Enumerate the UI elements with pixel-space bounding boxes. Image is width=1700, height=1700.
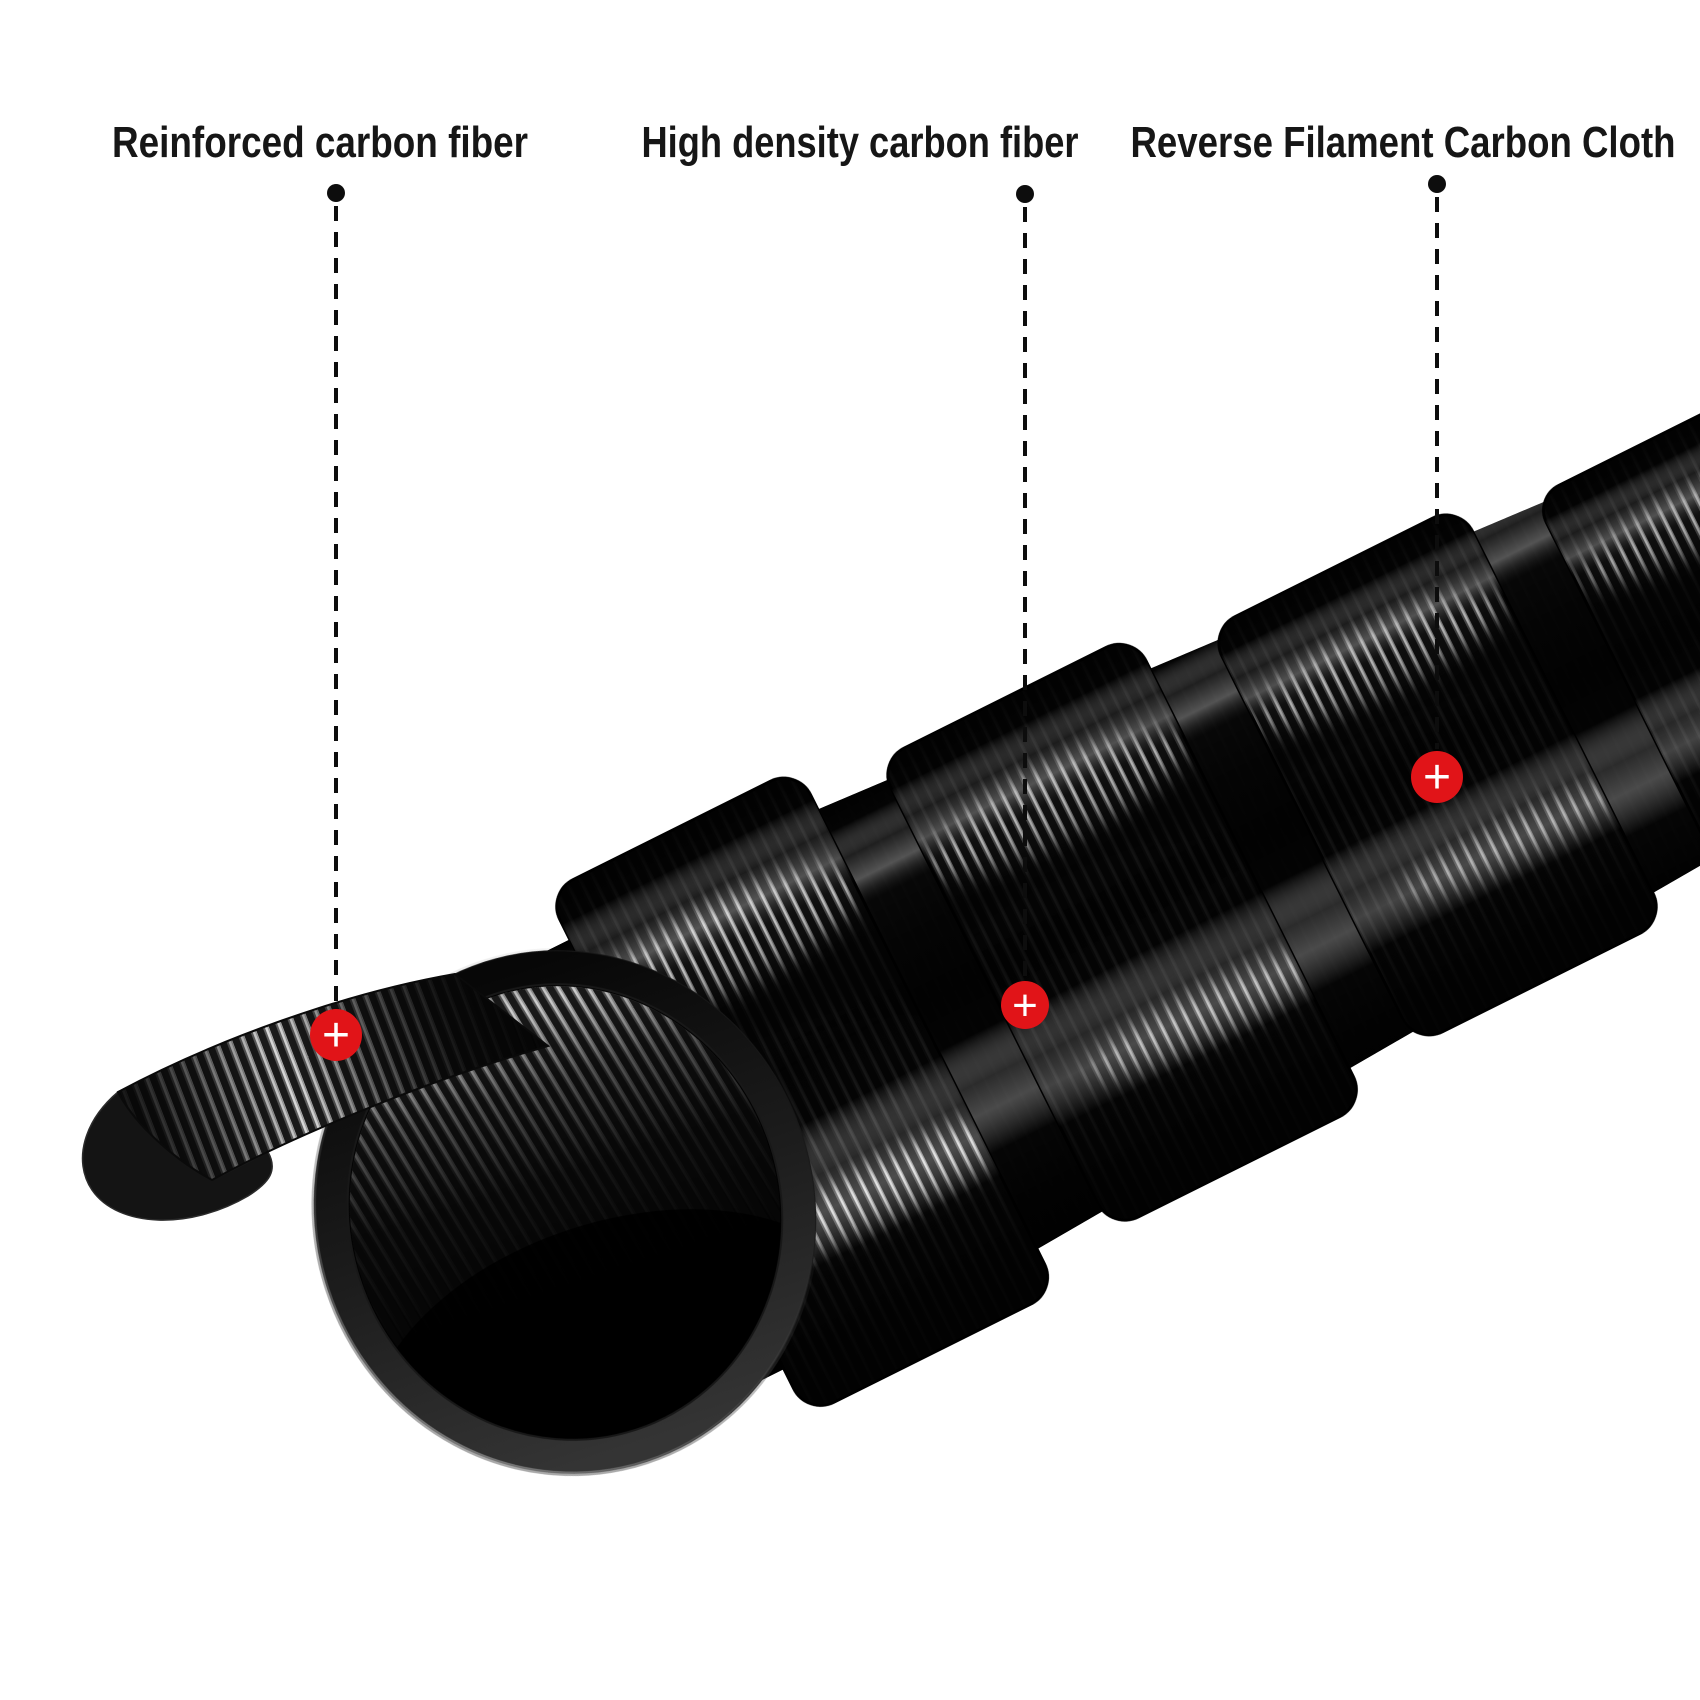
annotation-label-high-density: High density carbon fiber xyxy=(642,118,1079,167)
leader-lines xyxy=(334,197,1439,1007)
hotspot-marker-reverse-filament: + xyxy=(1411,751,1463,804)
leader-dot xyxy=(1428,175,1446,193)
plus-icon: + xyxy=(1423,751,1451,804)
annotation-label-reinforced: Reinforced carbon fiber xyxy=(112,118,528,167)
carbon-wrap-band xyxy=(1542,380,1700,857)
peeled-fiber-flap xyxy=(81,972,551,1221)
annotation-label-reverse-filament: Reverse Filament Carbon Cloth xyxy=(1131,118,1676,167)
leader-dots xyxy=(327,175,1446,203)
hotspot-marker-reinforced: + xyxy=(310,1009,362,1062)
leader-dot xyxy=(327,184,345,202)
hotspot-marker-high-density: + xyxy=(1001,981,1049,1030)
plus-icon: + xyxy=(1012,981,1038,1030)
plus-icon: + xyxy=(322,1009,350,1062)
carbon-wrap-band xyxy=(886,642,1358,1222)
leader-dot xyxy=(1016,185,1034,203)
